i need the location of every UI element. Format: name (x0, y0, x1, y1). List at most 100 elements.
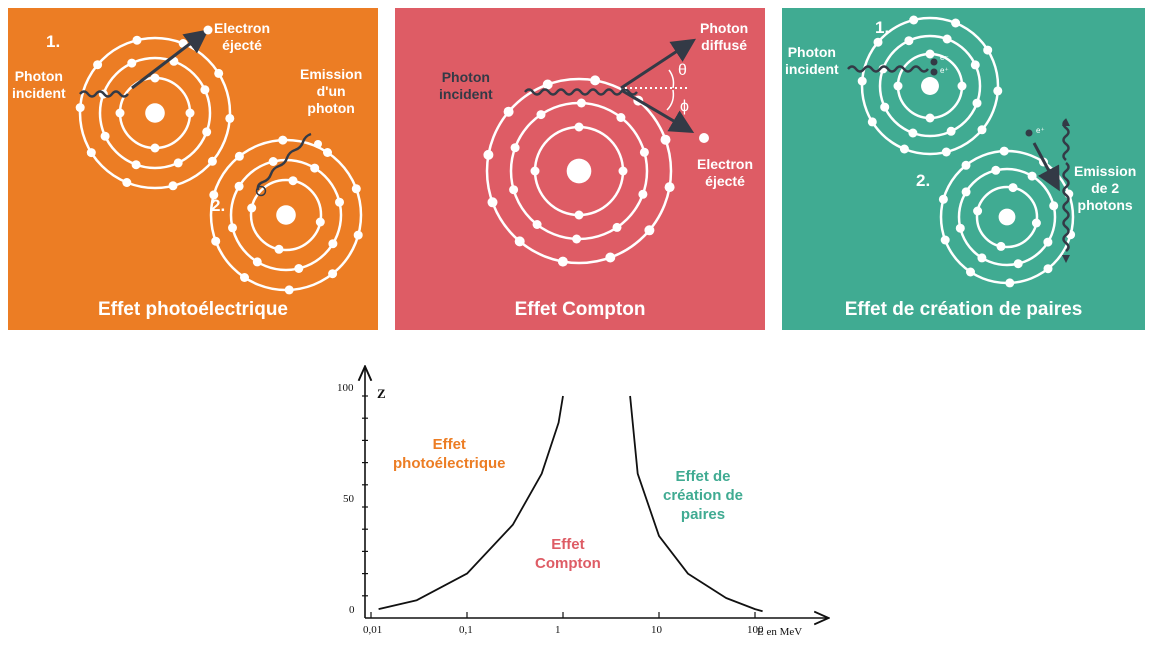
photon-incident-label: Photon incident (12, 68, 66, 101)
incident-photon-wave (524, 88, 638, 96)
electron (977, 253, 987, 263)
electron (925, 113, 935, 123)
y-axis-label: Z (377, 386, 386, 401)
electron (202, 127, 212, 137)
vacancy (255, 185, 267, 197)
electron (328, 239, 338, 249)
electron (942, 34, 952, 44)
step-2-label: 2. (211, 196, 226, 215)
electron (234, 181, 244, 191)
electron (510, 143, 520, 153)
electron (576, 98, 586, 108)
ejected-electron-arrow (620, 88, 695, 134)
electron (93, 60, 103, 70)
electron (86, 148, 96, 158)
electron-shell (878, 34, 982, 138)
electron (941, 147, 951, 157)
electron (574, 210, 584, 220)
electron (168, 181, 178, 191)
electron (150, 73, 160, 83)
caption-compton: Effet Compton (514, 299, 646, 320)
electron (514, 236, 525, 247)
electron (955, 223, 965, 233)
electron (328, 269, 338, 279)
electron-produced (930, 58, 938, 66)
emission-label: Emission de 2 photons (1074, 163, 1137, 213)
zone-compton-label: Effet Compton (535, 536, 601, 572)
zone-pair-label: Effet de création de paires (663, 468, 744, 523)
electron (536, 110, 546, 120)
nucleus (566, 158, 592, 184)
x-tick-label: 0,1 (459, 624, 473, 636)
electron (991, 165, 1001, 175)
ejected-electron (699, 133, 709, 143)
electron (310, 163, 320, 173)
electron (1027, 171, 1037, 181)
photon-diffuse-label: Photon diffusé (700, 20, 749, 53)
emission-label: Emission d'un photon (300, 66, 363, 116)
electron (353, 230, 363, 240)
step-1-label: 1. (46, 32, 61, 51)
electron (961, 160, 971, 170)
electron (1031, 218, 1041, 228)
electron (268, 157, 278, 166)
incident-photon-wave (79, 90, 129, 98)
electron (857, 76, 867, 86)
theta-label: θ (678, 62, 687, 79)
x-tick-label: 100 (747, 624, 764, 636)
phi-label: ϕ (680, 98, 689, 115)
nucleus (998, 208, 1016, 226)
electron (616, 113, 626, 122)
electron (150, 143, 160, 153)
electron (909, 15, 919, 25)
positron-symbol: e⁺ (940, 66, 949, 75)
electron (288, 176, 298, 186)
positron-symbol-2: e⁺ (1036, 126, 1045, 135)
electron (209, 190, 219, 200)
plot-canvas (305, 360, 845, 640)
electron (867, 117, 877, 127)
electron (323, 148, 332, 157)
electron (100, 131, 110, 141)
electron (284, 285, 294, 295)
electron (605, 252, 616, 263)
electron (644, 225, 655, 236)
electron-symbol: e⁻ (940, 53, 949, 62)
zone-photoelectric-label: Effet photoélectrique (393, 436, 506, 472)
electron (1005, 278, 1015, 288)
electron (925, 49, 935, 59)
electron (957, 81, 967, 91)
electron (487, 197, 498, 208)
electron (946, 126, 956, 136)
electron (234, 151, 244, 161)
electron-ejected-label: Electron éjecté (214, 20, 271, 53)
electron (1043, 237, 1053, 247)
x-axis-label: E en MeV (757, 626, 803, 638)
electron (966, 267, 975, 277)
electron (993, 86, 1003, 96)
step-2-label: 2. (916, 171, 931, 190)
electron (225, 113, 235, 123)
panel-pair-production: 1. 2. Photon incident Emission de 2 phot… (782, 8, 1145, 330)
electron-shell (485, 77, 673, 265)
electron (574, 122, 584, 132)
electron (211, 236, 221, 246)
electron (503, 106, 514, 117)
electron (970, 60, 980, 70)
electron (1013, 259, 1023, 269)
electron (996, 241, 1006, 251)
compton-diagram (483, 38, 709, 267)
electron-shell (78, 36, 232, 190)
electron-shell (98, 56, 212, 170)
scattered-photon-arrow (620, 38, 697, 90)
electron (240, 273, 249, 282)
electron-shell (957, 167, 1057, 267)
electron (207, 156, 217, 166)
electron (122, 178, 132, 187)
electron (542, 79, 553, 90)
electron (983, 45, 993, 55)
electron-shell (249, 178, 323, 252)
electron (1043, 264, 1053, 274)
electron (908, 128, 918, 138)
